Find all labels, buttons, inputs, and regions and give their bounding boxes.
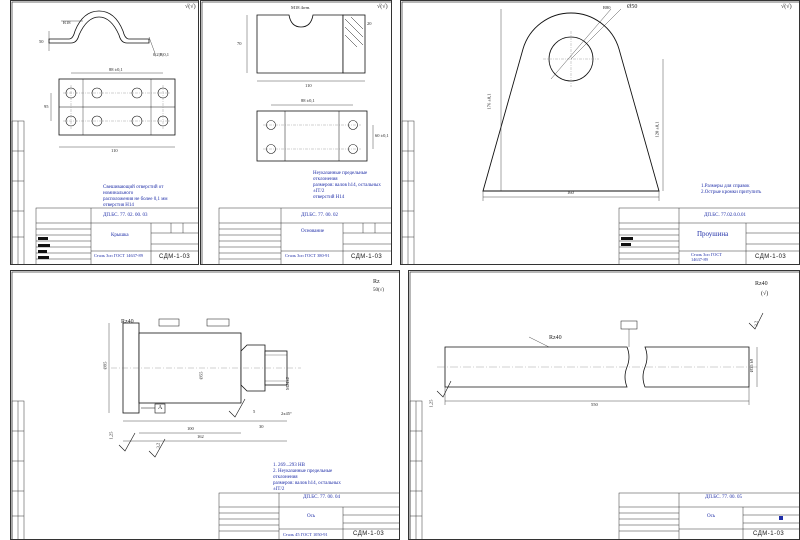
bracket-note: Свешивающий отверстий от номинального ра… [103,185,168,208]
bracket-org: СДМ-1-03 [159,254,191,260]
lug-drawing: √(√) [401,1,799,264]
axle-datum: A [158,405,163,411]
bracket-dim-r: R18 [63,20,71,25]
axle-dim-ra: 3,2 [155,442,161,449]
shaft-name: Ось [707,514,716,519]
base-dim-w: 110 [305,83,312,88]
base-drawing: √(√) [201,1,391,264]
sheet-base: √(√) M18 4отв. 70 20 110 88 ±0,1 60 ±0,1… [200,0,392,265]
lug-dim-r: R80 [603,5,611,10]
lug-org: СДМ-1-03 [755,254,787,260]
bracket-dim-w: 88 ±0,1 [109,67,123,72]
svg-text:√(√): √(√) [185,3,196,10]
shaft-dim-len: 550 [591,402,598,407]
axle-dim-c: 2x45° [281,411,292,416]
axle-dim-l3: 30 [259,424,264,429]
axle-dim-d2: Ø55 [198,371,204,380]
axle-note: 1. 269...293 HB 2. Неуказанные предельны… [273,463,341,492]
axle-dim-l1: 100 [187,426,194,431]
base-code: ДП.БС. 77. 00. 02 [301,213,338,218]
lug-dim-w: 160 [567,190,574,195]
bracket-name: Крышка [111,233,129,238]
axle-dim-l4: 5 [253,409,256,414]
bracket-dim-top: 50 [39,39,44,44]
bracket-code: ДП.БС. 77. 02. 00. 03 [103,213,148,218]
axle-dim-h: 1,25 [108,431,114,440]
bracket-dim-tol: 0,2|В|0,1 [153,52,170,57]
shaft-org: СДМ-1-03 [753,531,785,537]
base-material: Сталь 3сп ГОСТ 380-91 [285,253,330,258]
axle-dim-d1: Ø95 [102,361,108,370]
sheet-axle: Rz 50(√) Rz40 Ø95 Ø55 M24x2 100 162 30 5… [10,270,400,540]
shaft-drawing: Rz40 (√) [409,271,799,539]
shaft-dim-ra: 1,25 [428,399,434,408]
shaft-rz: Rz40 [549,335,562,341]
base-dim-h: 70 [237,41,242,46]
svg-text:Rz40: Rz40 [755,281,768,287]
lug-dim-h: 176 ±0,1 [486,93,492,110]
shaft-dim-ra2: 3,2 [753,320,759,327]
axle-dim-m: M24x2 [285,376,291,391]
svg-text:√(√): √(√) [781,3,792,10]
axle-drawing: Rz 50(√) [11,271,399,539]
shaft-code: ДП.БС. 77. 00. 05 [705,495,742,500]
lug-note: 1.Размеры для справок 2.Острые кромки пр… [701,184,762,195]
lug-dim-h2: 120 ±0,1 [654,121,660,138]
axle-org: СДМ-1-03 [353,531,385,537]
shaft-dim-dia: Ø35 h9 [749,358,755,373]
lug-name: Проушина [697,230,729,238]
axle-rz: Rz40 [121,319,134,325]
axle-code: ДП.БС. 77. 00. 04 [303,495,340,500]
sheet-shaft: Rz40 (√) Rz40 550 Ø35 h9 1,25 3,2 ДП.БС.… [408,270,800,540]
base-dim-w2: 88 ±0,1 [301,98,315,103]
base-dim-s: 20 [367,21,372,26]
base-note: Неуказанные предельные отклонения размер… [313,171,381,200]
bracket-dim-overall: 110 [111,148,118,153]
base-org: СДМ-1-03 [351,254,383,260]
lug-material: Сталь 3сп ГОСТ 14637-89 [691,252,722,262]
lug-dim-dia: Ø50 [627,4,638,10]
svg-text:(√): (√) [761,290,768,297]
svg-text:√(√): √(√) [377,3,388,10]
base-name: Основание [301,229,325,234]
svg-text:50(√): 50(√) [373,287,384,293]
bracket-material: Сталь 3сп ГОСТ 14637-89 [94,253,143,258]
svg-text:Rz: Rz [373,279,380,285]
bracket-drawing: √(√) [11,1,198,264]
bracket-dim-h: 95 [44,104,49,109]
sheet-lug: √(√) R80 Ø50 176 ±0,1 120 ±0,1 160 1.Раз… [400,0,800,265]
axle-name: Ось [307,514,316,519]
lug-code: ДП.БС. 77.02.0.0.01 [704,213,746,218]
sheet-bracket: √(√) R18 50 0,2|В|0,1 88 ±0,1 95 110 Све… [10,0,199,265]
base-dim-r: M18 4отв. [291,5,311,10]
axle-material: Сталь 45 ГОСТ 1050-91 [283,532,328,537]
axle-dim-l2: 162 [197,434,204,439]
base-dim-s2: 60 ±0,1 [375,133,389,138]
